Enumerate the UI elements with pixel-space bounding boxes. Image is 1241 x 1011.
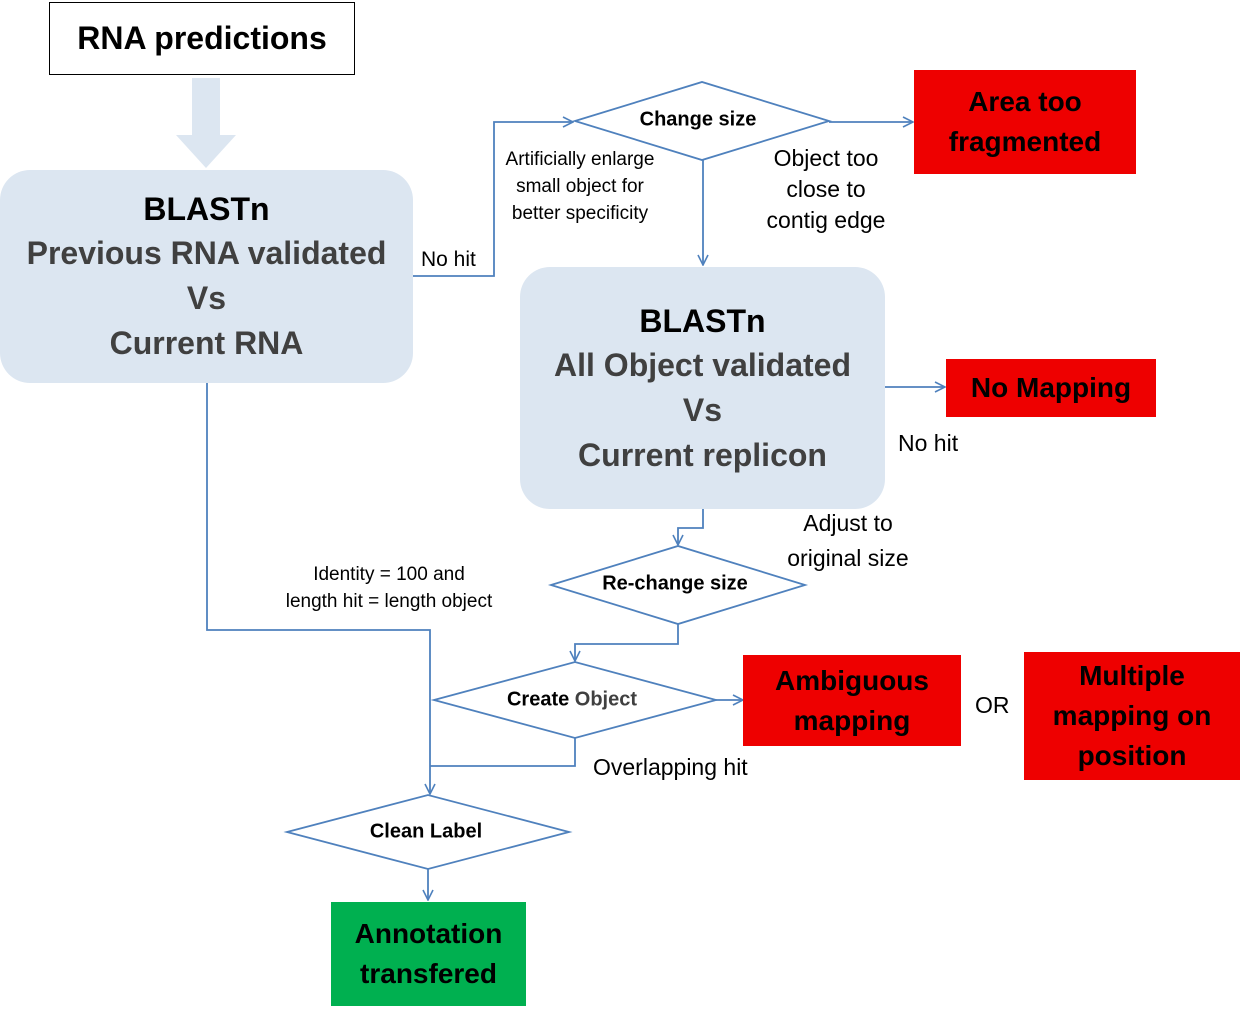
enlarge-label: Artificially enlarge small object for be… <box>505 149 655 224</box>
blast2-line2: All Object validated <box>554 346 851 383</box>
change-size-label: Change size <box>639 108 757 131</box>
blast2-line3: Vs <box>682 391 723 428</box>
blast1-line2: Previous RNA validated <box>26 235 387 271</box>
create-object-label: Create Object <box>506 688 638 711</box>
overlapping-hit-label: Overlapping hit <box>593 754 748 780</box>
decision-rechange-size <box>547 545 809 625</box>
area-fragmented-box: Area too fragmented <box>914 70 1136 174</box>
ambiguous-mapping-box: Ambiguous mapping <box>743 655 961 746</box>
blastn-all-object-box: BLASTn All Object validated Vs Current r… <box>520 267 885 509</box>
multiple-mapping-box: Multiple mapping on position <box>1024 652 1240 780</box>
rna-predictions-label: RNA predictions <box>77 20 327 56</box>
blast1-title: BLASTn <box>143 191 270 227</box>
blast2-title: BLASTn <box>639 302 766 339</box>
too-close-label: Object too close to contig edge <box>766 145 886 233</box>
blast1-line3: Vs <box>186 280 227 316</box>
connector-rechange-to-create <box>575 624 679 661</box>
no-hit-label-1: No hit <box>421 248 476 271</box>
blast1-line4: Current RNA <box>109 325 304 361</box>
decision-clean-label <box>283 794 573 870</box>
rna-predictions-box: RNA predictions <box>49 2 355 75</box>
or-label: OR <box>975 692 1010 718</box>
blastn-previous-rna-box: BLASTn Previous RNA validated Vs Current… <box>0 170 413 383</box>
block-arrow-down <box>176 78 236 168</box>
clean-label-label: Clean Label <box>369 820 483 843</box>
no-mapping-box: No Mapping <box>946 359 1156 417</box>
blast2-line4: Current replicon <box>578 436 827 473</box>
connector-create-to-clean-label <box>430 738 576 767</box>
no-hit-label-2: No hit <box>898 430 959 456</box>
adjust-label: Adjust to original size <box>787 510 909 571</box>
connector-blast1-to-clean-label <box>206 383 430 794</box>
connector-blast2-to-rechange <box>678 509 704 545</box>
identity-label: Identity = 100 and length hit = length o… <box>285 564 493 612</box>
rechange-size-label: Re-change size <box>602 572 748 595</box>
annotation-transfered-box: Annotation transfered <box>331 902 526 1006</box>
decision-change-size <box>571 81 833 161</box>
connector-nohit-to-change-size <box>412 122 573 277</box>
